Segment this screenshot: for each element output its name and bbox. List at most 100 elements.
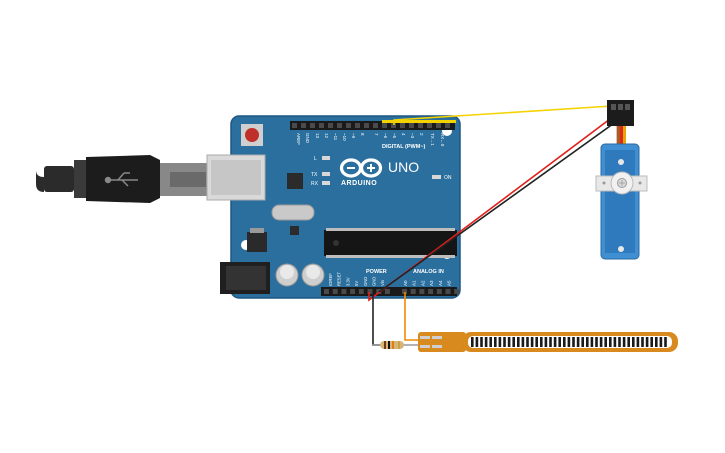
header-pin-hole[interactable] — [418, 123, 423, 128]
header-pin-hole[interactable] — [346, 123, 351, 128]
analog-pin-label: A4 — [438, 280, 443, 286]
flex-stripe — [618, 337, 621, 347]
flex-stripe — [632, 337, 635, 347]
flex-stripe — [530, 337, 534, 347]
header-pin-hole[interactable] — [436, 123, 441, 128]
ground-wire-servo — [378, 115, 625, 293]
digital-pin-label: ~9 — [351, 133, 356, 139]
power-pin-label: 5V — [354, 281, 359, 286]
header-pin-hole[interactable] — [428, 289, 434, 294]
analog-pin-label: A5 — [447, 280, 452, 286]
rx-label: RX — [311, 181, 319, 187]
infinity-logo-icon — [339, 158, 383, 178]
arduino-uno-board[interactable]: L TX RX ON ARDUINO UNO DIGITAL (PWM~) PO… — [206, 115, 461, 299]
power-pin-label: RESET — [337, 272, 342, 286]
usb-cable[interactable] — [36, 155, 208, 203]
header-pin-hole[interactable] — [436, 289, 442, 294]
header-pin-hole[interactable] — [419, 289, 425, 294]
model-label: UNO — [388, 159, 419, 175]
digital-pin-label: 2 — [419, 133, 424, 136]
header-pin-hole[interactable] — [384, 289, 390, 294]
digital-pin-label: ~11 — [333, 133, 338, 141]
header-pin-hole[interactable] — [367, 289, 373, 294]
signal-wire — [393, 105, 613, 125]
digital-pin-label: ~6 — [383, 133, 388, 139]
digital-header-label: DIGITAL (PWM~) — [382, 144, 426, 150]
flex-stripe — [655, 337, 658, 347]
header-pin-hole[interactable] — [355, 123, 360, 128]
flex-stripe — [549, 337, 552, 347]
header-pin-hole[interactable] — [445, 123, 450, 128]
power-header-label: POWER — [366, 269, 387, 275]
header-pin-hole[interactable] — [445, 289, 451, 294]
digital-pin-label: 13 — [315, 133, 320, 139]
flex-stripe — [494, 337, 497, 347]
digital-header — [290, 120, 456, 130]
digital-pin-label: 12 — [324, 133, 329, 139]
flex-stripe — [475, 337, 479, 347]
tx-label: TX — [311, 172, 318, 178]
header-pin-hole[interactable] — [358, 289, 364, 294]
header-pin-hole[interactable] — [292, 123, 297, 128]
analog-header-label: ANALOG IN — [413, 269, 444, 275]
flex-stripe — [521, 337, 525, 347]
header-pin-hole[interactable] — [402, 289, 407, 294]
header-pin-hole[interactable] — [350, 289, 356, 294]
header-pin-hole[interactable] — [364, 123, 369, 128]
flex-stripe — [627, 337, 630, 347]
flex-stripe — [535, 337, 538, 347]
ground-wire-resistor — [372, 292, 380, 346]
header-pin-hole[interactable] — [301, 123, 306, 128]
header-pin-hole[interactable] — [328, 123, 333, 128]
flex-stripe — [581, 337, 584, 347]
header-pin-hole[interactable] — [373, 123, 378, 128]
flex-stripe — [507, 337, 511, 347]
usb-trident-icon — [104, 172, 138, 187]
reset-button[interactable] — [241, 124, 263, 146]
flex-stripe — [576, 337, 580, 347]
header-pin-hole[interactable] — [427, 123, 432, 128]
analog-pin-label: A1 — [412, 280, 417, 286]
flex-stripe — [544, 337, 548, 347]
flex-sensor[interactable] — [418, 332, 678, 352]
flex-stripe — [471, 337, 474, 347]
header-pin-hole[interactable] — [409, 123, 414, 128]
header-pin-hole[interactable] — [337, 123, 342, 128]
flex-stripe — [572, 337, 575, 347]
header-pin-hole[interactable] — [454, 289, 460, 294]
flex-stripe — [512, 337, 515, 347]
servo-horn-icon — [619, 180, 625, 186]
header-pin-hole[interactable] — [319, 123, 324, 128]
resistor[interactable] — [372, 341, 418, 349]
digital-pin-label: 4 — [401, 133, 406, 136]
header-pin-hole[interactable] — [310, 123, 315, 128]
flex-stripe — [664, 337, 667, 347]
l-label: L — [314, 156, 317, 162]
header-pin-hole[interactable] — [410, 289, 416, 294]
analog-pin-label: A0 — [403, 280, 408, 286]
flex-stripe — [604, 337, 607, 347]
header-pin-hole[interactable] — [382, 123, 387, 128]
header-pin-hole[interactable] — [391, 123, 396, 128]
flex-stripe — [613, 337, 617, 347]
digital-pin-label: ~5 — [392, 133, 397, 139]
power-pin-label: Vin — [380, 279, 385, 286]
power-pin-label: 3.3V — [345, 277, 350, 286]
header-pin-hole[interactable] — [324, 289, 329, 294]
header-pin-hole[interactable] — [400, 123, 405, 128]
flex-stripe — [484, 337, 488, 347]
digital-pin-label: TX→1 — [430, 133, 435, 146]
flex-stripe — [567, 337, 571, 347]
digital-pin-label: AREF — [296, 133, 301, 145]
wires[interactable] — [366, 105, 625, 346]
flex-stripe — [563, 337, 566, 347]
servo-motor[interactable] — [595, 100, 648, 260]
header-pin-hole[interactable] — [341, 289, 347, 294]
flex-stripe — [622, 337, 626, 347]
flex-stripe — [590, 337, 594, 347]
digital-pin-label: ~3 — [410, 133, 415, 139]
flex-stripe — [659, 337, 663, 347]
servo-connector — [607, 100, 634, 126]
on-label: ON — [444, 175, 452, 181]
header-pin-hole[interactable] — [332, 289, 338, 294]
